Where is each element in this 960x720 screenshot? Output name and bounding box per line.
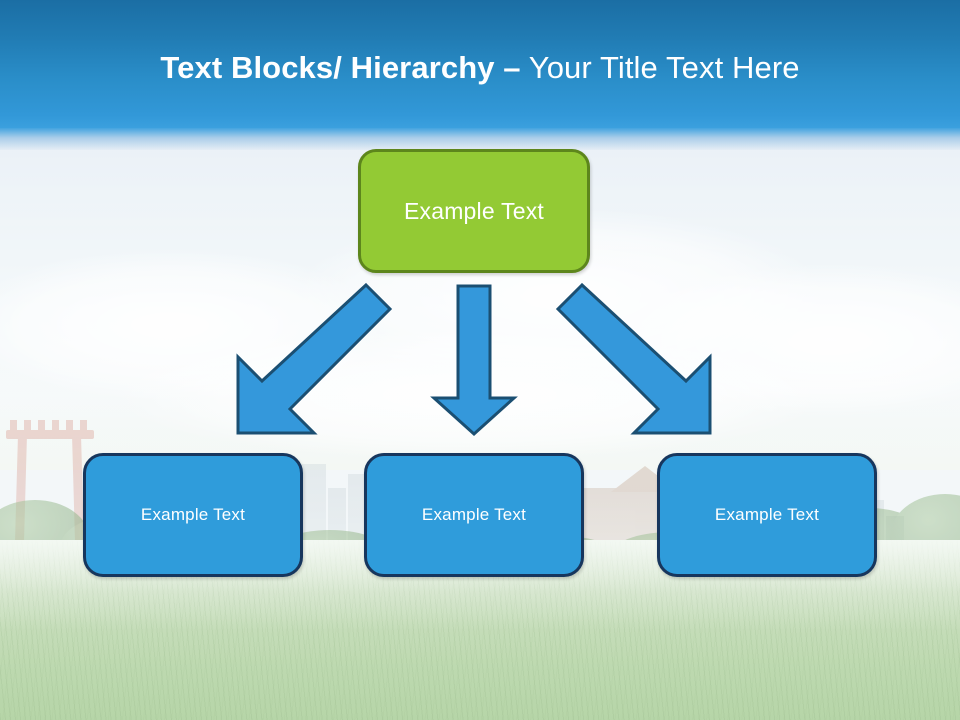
hierarchy-child-node-2[interactable]: Example Text	[364, 453, 584, 577]
hierarchy-child-node-3[interactable]: Example Text	[657, 453, 877, 577]
hierarchy-child-label-1: Example Text	[140, 505, 246, 524]
title-banner	[0, 0, 960, 128]
hierarchy-child-label-2: Example Text	[421, 505, 527, 524]
hierarchy-child-label-3: Example Text	[714, 505, 820, 524]
page-title: Text Blocks/ Hierarchy – Your Title Text…	[0, 48, 960, 88]
hierarchy-child-node-1[interactable]: Example Text	[83, 453, 303, 577]
hierarchy-root-node[interactable]: Example Text	[358, 149, 590, 273]
page-title-bold: Text Blocks/ Hierarchy –	[160, 50, 521, 85]
hierarchy-root-label: Example Text	[403, 197, 545, 224]
page-title-light: Your Title Text Here	[520, 50, 800, 85]
title-banner-fade	[0, 128, 960, 150]
